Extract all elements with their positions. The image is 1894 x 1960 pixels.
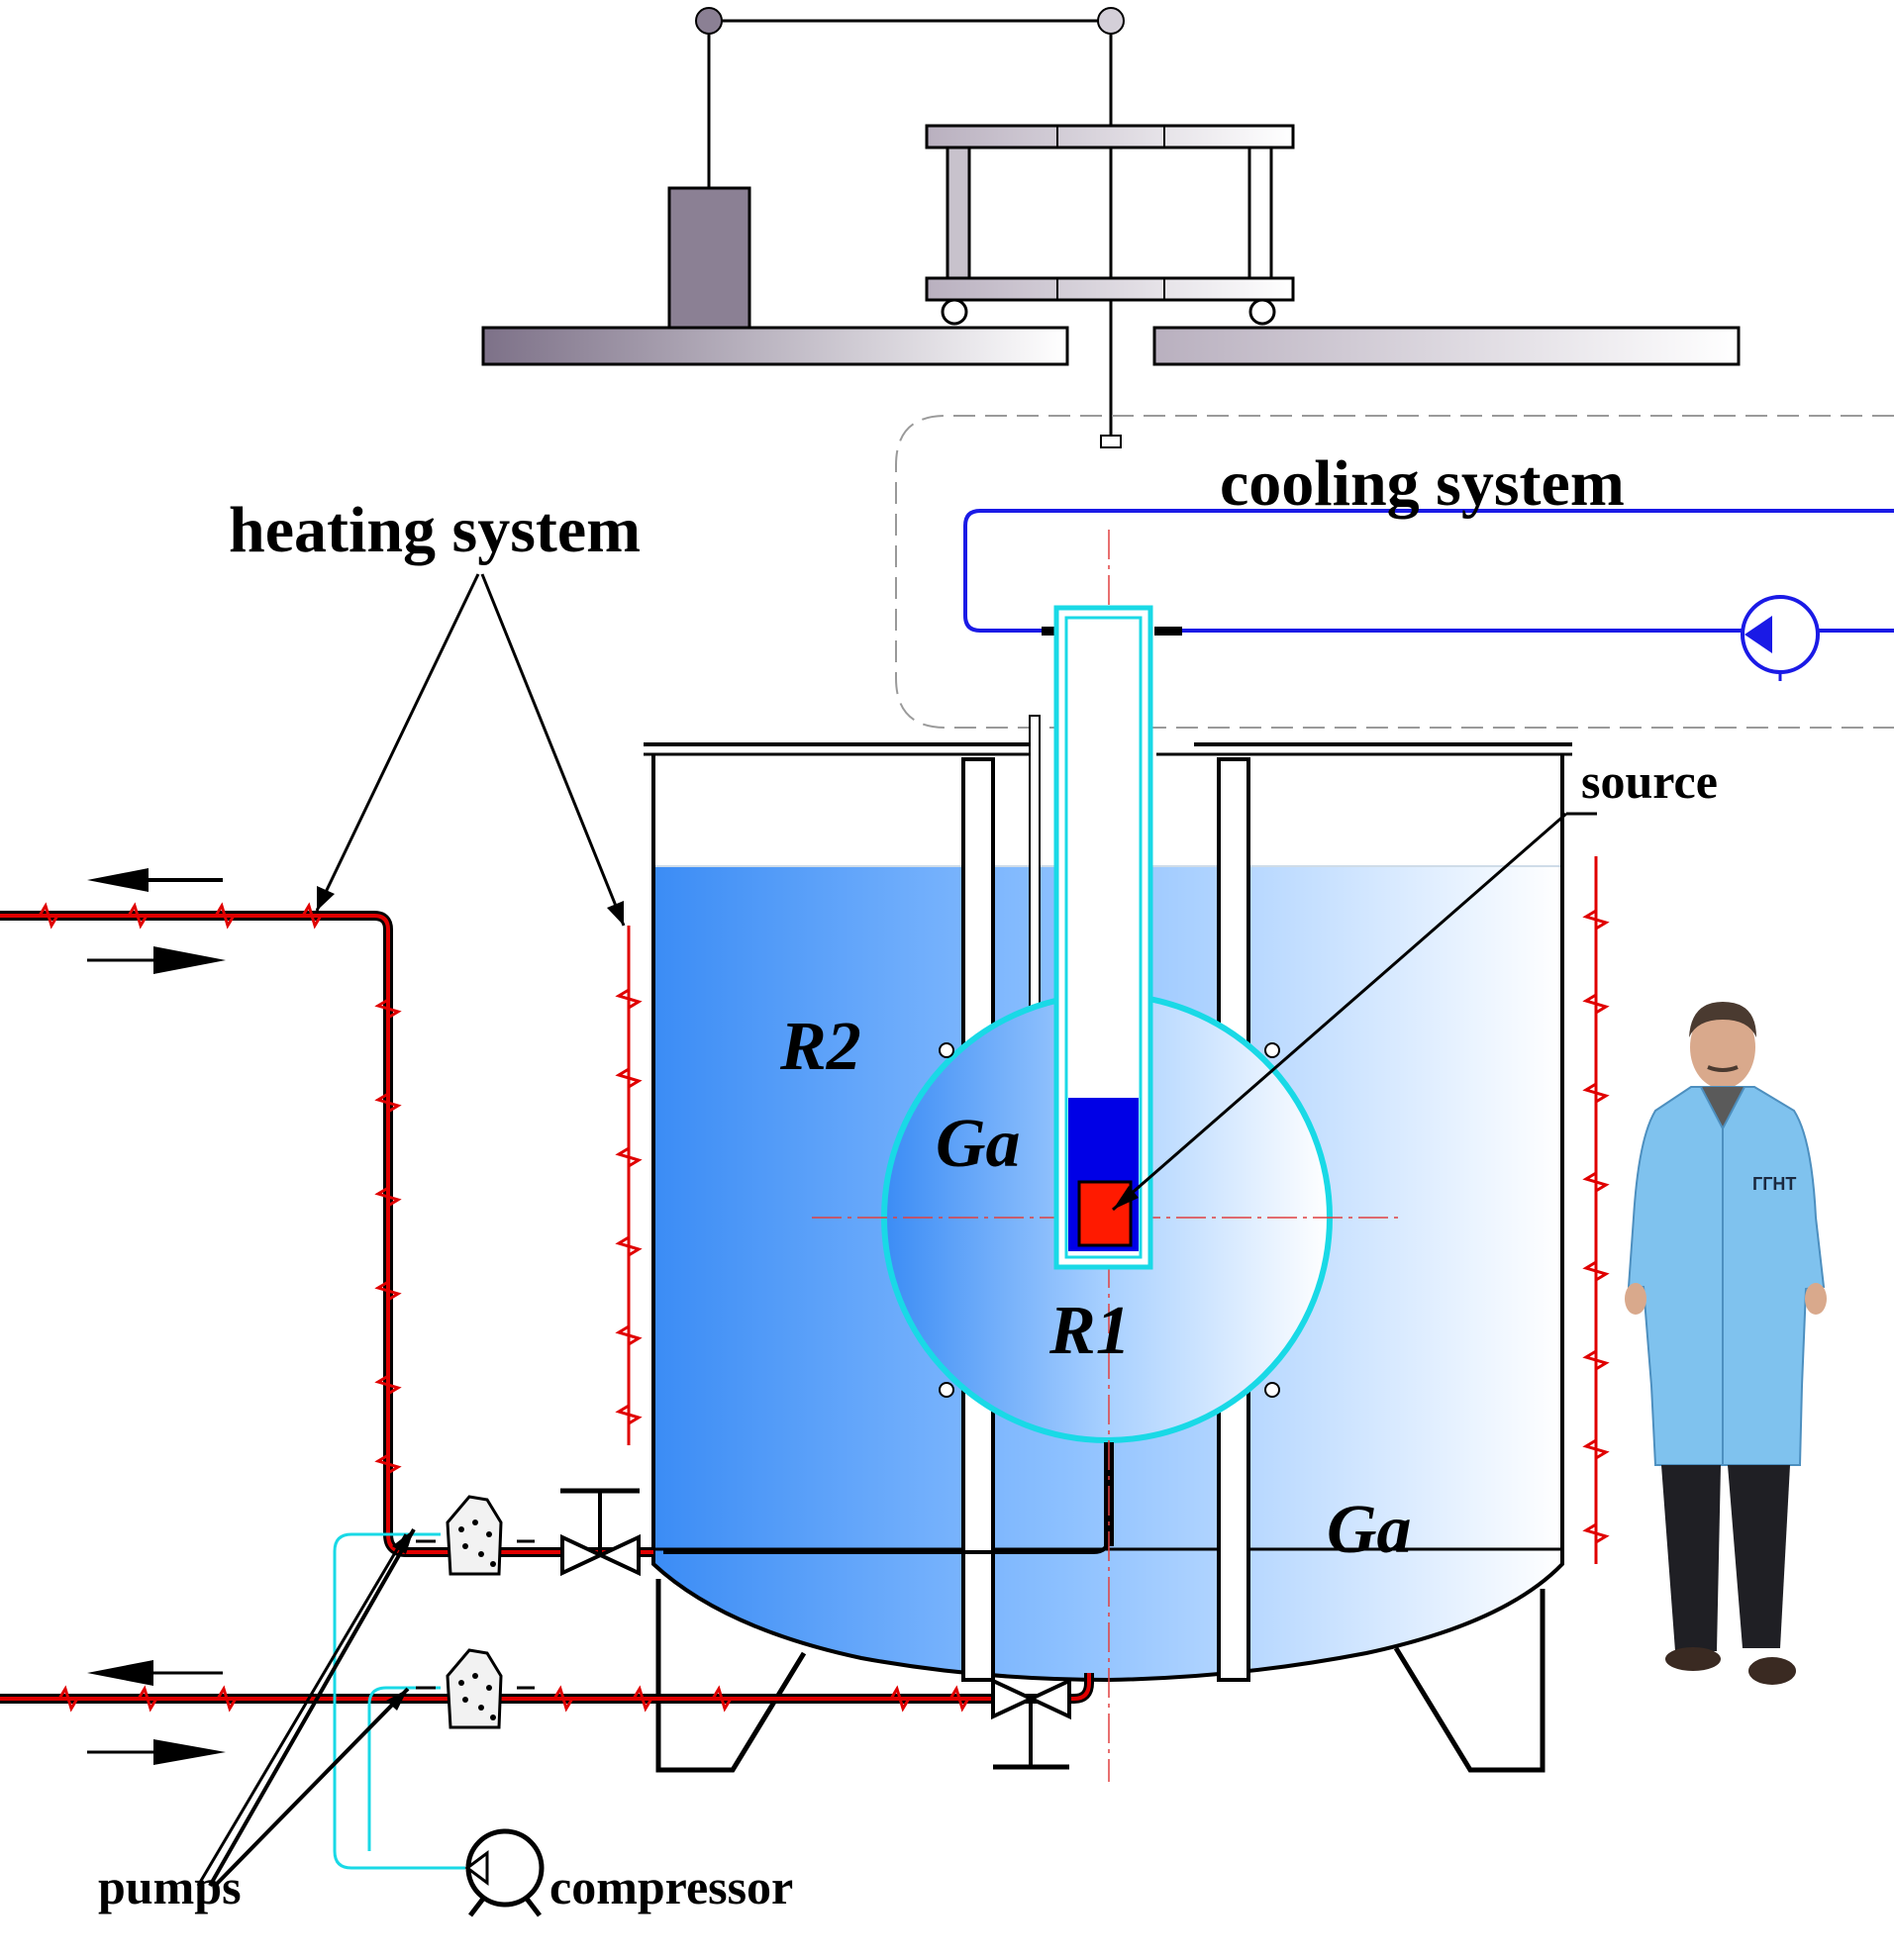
pulley-right xyxy=(1097,7,1125,35)
compressor-icon xyxy=(464,1828,545,1917)
pump-arrows xyxy=(196,1528,416,1888)
flow-arrows xyxy=(87,868,226,1765)
lift-mechanism xyxy=(481,7,1741,448)
ga-inner-label: Ga xyxy=(936,1106,1021,1182)
source-core xyxy=(1077,1180,1133,1247)
hook xyxy=(1100,435,1122,448)
air-lines xyxy=(333,1532,465,1870)
cooling-system xyxy=(895,415,1894,729)
valve-icon-lower xyxy=(991,1677,1071,1770)
source-label: source xyxy=(1581,753,1718,809)
counterweight xyxy=(667,186,751,331)
heating-system-label: heating system xyxy=(229,494,641,566)
heating-system xyxy=(0,856,1610,1765)
pump-lower xyxy=(416,1648,535,1729)
cooling-system-label: cooling system xyxy=(1220,447,1625,520)
compressor-label: compressor xyxy=(549,1859,793,1914)
trolley-top-beam xyxy=(925,124,1295,149)
pump-upper xyxy=(416,1495,535,1576)
heater-right xyxy=(1582,856,1610,1564)
valve-icon xyxy=(560,1488,641,1577)
heater-left xyxy=(615,926,643,1445)
source-arrow xyxy=(1112,812,1597,1212)
coat-badge: ГГНТ xyxy=(1752,1174,1796,1194)
heating-arrows xyxy=(315,573,626,927)
r1-label: R1 xyxy=(1048,1293,1131,1369)
platform-right xyxy=(1152,326,1741,366)
pulley-left xyxy=(695,7,723,35)
r2-label: R2 xyxy=(779,1009,861,1085)
cooling-boundary xyxy=(895,415,1894,729)
pump-icon xyxy=(1741,595,1820,681)
platform-left xyxy=(481,326,1069,366)
trolley-bottom-beam xyxy=(925,276,1295,302)
source-tube xyxy=(1053,605,1153,1270)
ga-outer-label: Ga xyxy=(1327,1492,1412,1568)
pumps-label: pumps xyxy=(98,1859,242,1914)
trolley-wheel-left xyxy=(941,298,968,326)
person-photo: ГГНТ xyxy=(1625,1002,1827,1685)
trolley-wheel-right xyxy=(1248,298,1276,326)
